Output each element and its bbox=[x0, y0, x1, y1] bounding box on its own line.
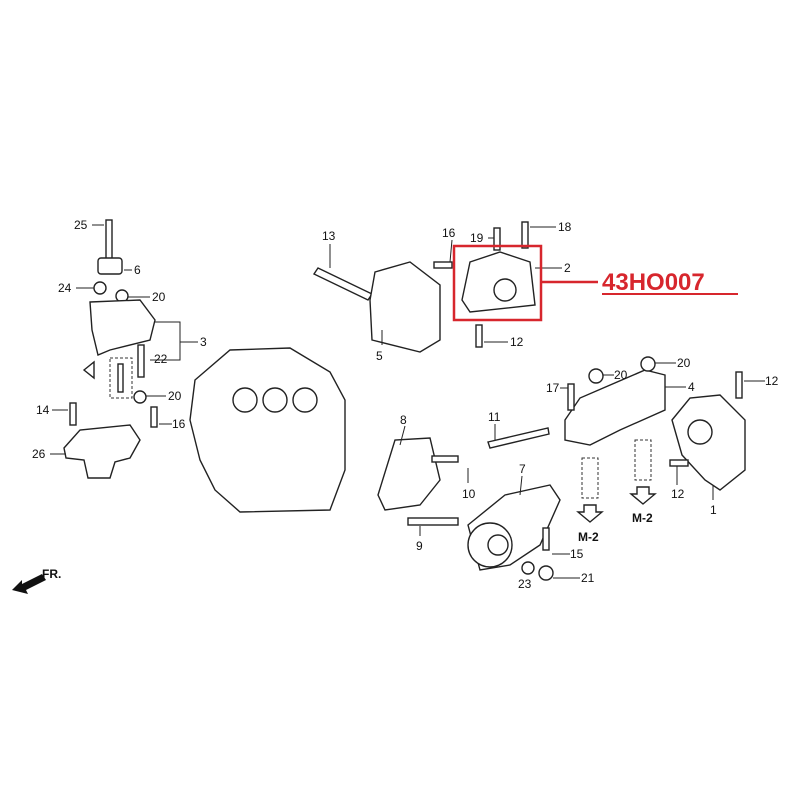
engine-detail bbox=[232, 387, 258, 413]
callout-12: 12 bbox=[510, 335, 524, 349]
bolt-19 bbox=[493, 227, 501, 251]
callout-6: 6 bbox=[134, 263, 141, 277]
callout-24: 24 bbox=[58, 281, 72, 295]
callout-7: 7 bbox=[519, 462, 526, 476]
bolt-10 bbox=[431, 455, 459, 463]
callout-15: 15 bbox=[570, 547, 584, 561]
washer-23 bbox=[521, 561, 535, 575]
callout-12: 12 bbox=[765, 374, 779, 388]
reference-m2: M-2 bbox=[632, 511, 653, 525]
bolt-16-upper bbox=[433, 261, 453, 269]
callout-19: 19 bbox=[470, 231, 484, 245]
bolt-17 bbox=[567, 383, 575, 411]
callout-2: 2 bbox=[564, 261, 571, 275]
engine-outline bbox=[189, 347, 346, 513]
highlight-part-code: 43HO007 bbox=[602, 269, 705, 296]
rear-mount-assembly bbox=[377, 427, 561, 581]
bracket-5 bbox=[369, 261, 441, 353]
callout-17: 17 bbox=[546, 381, 560, 395]
bolt-15 bbox=[542, 527, 550, 551]
front-direction-label: FR. bbox=[42, 567, 61, 581]
leader-lines bbox=[50, 224, 765, 579]
down-arrow-icon bbox=[576, 504, 604, 523]
reference-m2: M-2 bbox=[578, 530, 599, 544]
nut-20-right bbox=[588, 368, 604, 384]
nut-20-lower bbox=[133, 390, 147, 404]
bolt-12-right bbox=[735, 371, 743, 399]
bracket-6 bbox=[97, 257, 123, 275]
bolt-9 bbox=[407, 517, 459, 526]
bracket-3 bbox=[89, 299, 156, 356]
stud-22 bbox=[137, 344, 145, 378]
callout-21: 21 bbox=[581, 571, 595, 585]
callout-20: 20 bbox=[168, 389, 182, 403]
engine-detail bbox=[292, 387, 318, 413]
upper-mount-assembly bbox=[312, 221, 536, 353]
callout-16: 16 bbox=[172, 417, 186, 431]
bracket-4 bbox=[564, 369, 666, 446]
callout-14: 14 bbox=[36, 403, 50, 417]
bolt-13 bbox=[312, 267, 374, 301]
callout-8: 8 bbox=[400, 413, 407, 427]
bolt-18 bbox=[521, 221, 529, 249]
stud-detail-box bbox=[634, 439, 652, 481]
bolt-12 bbox=[475, 324, 483, 348]
stud-detail-box bbox=[581, 457, 599, 499]
bolt-16 bbox=[150, 406, 158, 428]
front-direction-arrow-icon bbox=[12, 574, 46, 594]
mount-1-bushing bbox=[687, 419, 713, 445]
callout-16: 16 bbox=[442, 226, 456, 240]
callout-20: 20 bbox=[677, 356, 691, 370]
bolt-11 bbox=[487, 427, 550, 449]
callout-10: 10 bbox=[462, 487, 476, 501]
callout-4: 4 bbox=[688, 380, 695, 394]
stud-detail bbox=[117, 363, 124, 393]
down-arrow-icon bbox=[629, 486, 657, 505]
callout-11: 11 bbox=[488, 410, 501, 424]
direction-arrow-left-icon bbox=[82, 360, 95, 380]
callout-20: 20 bbox=[614, 368, 628, 382]
callout-3: 3 bbox=[200, 335, 207, 349]
callout-18: 18 bbox=[558, 220, 572, 234]
callout-13: 13 bbox=[322, 229, 336, 243]
mount-2-bushing bbox=[493, 278, 517, 302]
left-mount-assembly bbox=[63, 219, 158, 479]
bolt-25 bbox=[105, 219, 113, 261]
callout-26: 26 bbox=[32, 447, 46, 461]
callout-25: 25 bbox=[74, 218, 88, 232]
stud-detail-box bbox=[109, 357, 133, 399]
callout-1: 1 bbox=[710, 503, 717, 517]
bolt-14 bbox=[69, 402, 77, 426]
callout-9: 9 bbox=[416, 539, 423, 553]
engine-block bbox=[189, 347, 346, 513]
callout-20: 20 bbox=[152, 290, 166, 304]
nut-21 bbox=[538, 565, 554, 581]
callout-23: 23 bbox=[518, 577, 532, 591]
nut-20-far bbox=[640, 356, 656, 372]
callout-12: 12 bbox=[671, 487, 685, 501]
mount-7-bushing-inner bbox=[487, 534, 509, 556]
mount-1 bbox=[671, 394, 746, 491]
callout-22: 22 bbox=[154, 352, 168, 366]
engine-detail bbox=[262, 387, 288, 413]
bracket-8 bbox=[377, 437, 441, 511]
right-mount-assembly bbox=[564, 356, 746, 523]
callout-5: 5 bbox=[376, 349, 383, 363]
bolt-12-lower bbox=[669, 459, 689, 467]
mount-26 bbox=[63, 424, 141, 479]
nut-24 bbox=[93, 281, 107, 295]
